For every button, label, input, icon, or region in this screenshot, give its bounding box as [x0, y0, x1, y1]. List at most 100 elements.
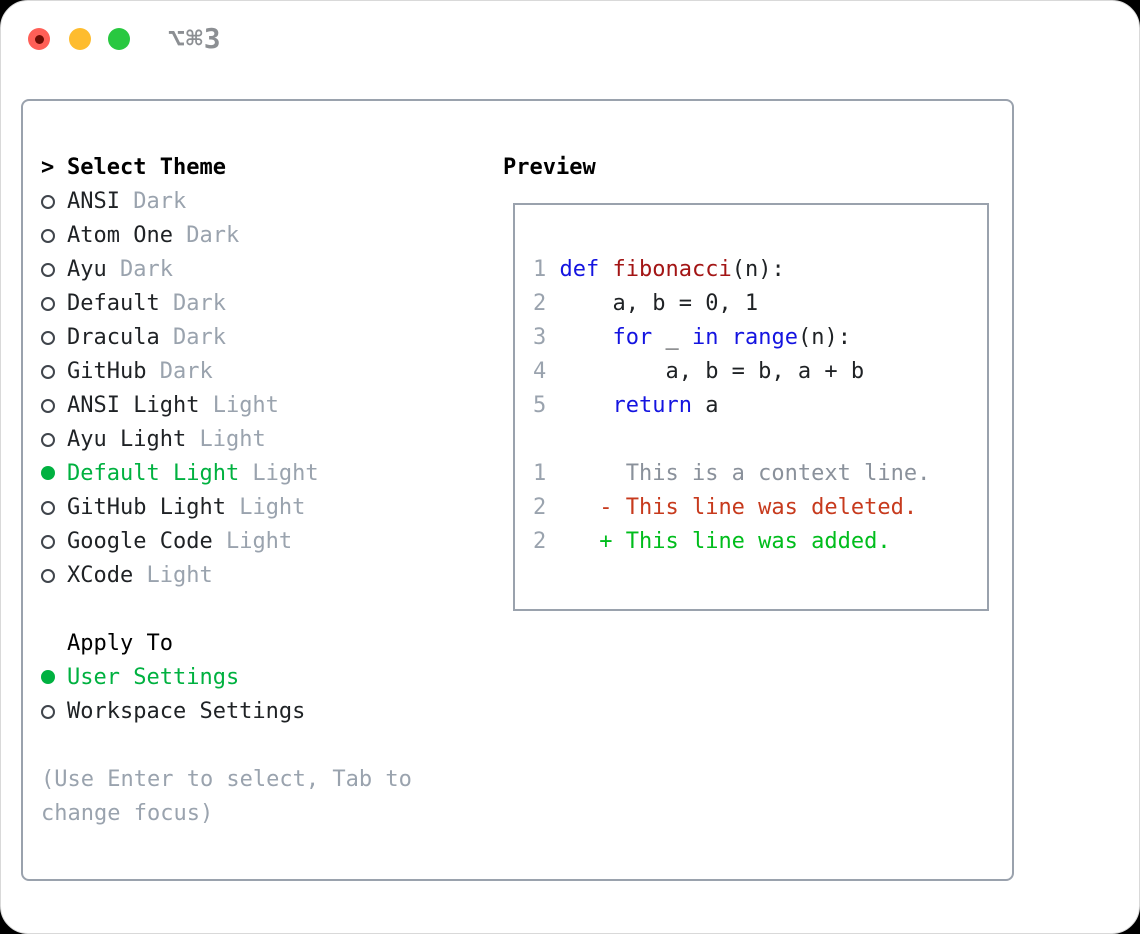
line-number: 4 [533, 359, 547, 384]
code-token [546, 495, 599, 520]
help-text: (Use Enter to select, Tab to change focu… [41, 767, 412, 826]
radio-icon [41, 695, 67, 729]
theme-name: Ayu Light [67, 427, 187, 452]
preview-column: Preview 1 def fibonacci(n): 2 a, b = 0, 1… [503, 151, 989, 611]
radio-icon [41, 253, 67, 287]
theme-name: GitHub [67, 359, 147, 384]
code-token: (n): [797, 325, 851, 350]
theme-variant-tag: Light [186, 427, 266, 452]
theme-variant-tag: Light [225, 495, 306, 520]
apply-option-user-settings[interactable]: User Settings [41, 661, 485, 695]
apply-option-label: Workspace Settings [67, 699, 306, 724]
minimize-button[interactable] [69, 28, 91, 50]
select-theme-header-row: > Select Theme [41, 151, 485, 185]
code-token [718, 325, 731, 350]
theme-name: XCode [67, 563, 134, 588]
code-token: - This line was deleted. [599, 495, 918, 520]
theme-option-atom-one[interactable]: Atom One Dark [41, 219, 485, 253]
theme-variant-tag: Light [133, 563, 213, 588]
theme-option-dracula[interactable]: Dracula Dark [41, 321, 485, 355]
diff-line-context: 1 This is a context line. [533, 457, 987, 491]
code-token: + This line was added. [599, 529, 891, 554]
zoom-button[interactable] [108, 28, 130, 50]
theme-variant-tag: Dark [159, 325, 226, 350]
theme-variant-tag: Dark [146, 359, 213, 384]
theme-name: Default Light [67, 461, 240, 486]
radio-icon [41, 491, 67, 525]
apply-to-header-row: Apply To [41, 627, 485, 661]
theme-option-xcode[interactable]: XCode Light [41, 559, 485, 593]
radio-icon [41, 185, 67, 219]
apply-option-workspace-settings[interactable]: Workspace Settings [41, 695, 485, 729]
line-number: 2 [533, 495, 547, 520]
theme-option-default[interactable]: Default Dark [41, 287, 485, 321]
code-line: 3 for _ in range(n): [533, 321, 987, 355]
theme-name: Google Code [67, 529, 213, 554]
code-token: def [559, 257, 600, 282]
radio-icon [41, 321, 67, 355]
theme-option-ayu[interactable]: Ayu Dark [41, 253, 485, 287]
code-token: return [612, 393, 692, 418]
radio-icon [41, 559, 67, 593]
theme-variant-tag: Dark [159, 291, 226, 316]
theme-option-github-light[interactable]: GitHub Light Light [41, 491, 485, 525]
code-token: This is a context line. [546, 461, 931, 486]
select-theme-title: Select Theme [67, 155, 226, 180]
code-token: a, b = 0, 1 [546, 291, 759, 316]
theme-option-ayu-light[interactable]: Ayu Light Light [41, 423, 485, 457]
focus-caret: > [41, 155, 55, 180]
theme-variant-tag: Dark [172, 223, 240, 248]
theme-name: ANSI [67, 189, 120, 214]
code-token [546, 393, 612, 418]
radio-icon [41, 423, 67, 457]
diff-line-added: 2 + This line was added. [533, 525, 987, 559]
theme-option-google-code[interactable]: Google Code Light [41, 525, 485, 559]
theme-name: GitHub Light [67, 495, 226, 520]
diff-line-deleted: 2 - This line was deleted. [533, 491, 987, 525]
radio-selected-icon [41, 457, 67, 491]
theme-option-github[interactable]: GitHub Dark [41, 355, 485, 389]
radio-icon [41, 219, 67, 253]
theme-option-default-light[interactable]: Default Light Light [41, 457, 485, 491]
code-token [546, 529, 599, 554]
theme-name: Ayu [67, 257, 107, 282]
preview-box: 1 def fibonacci(n): 2 a, b = 0, 1 3 for _ … [513, 203, 989, 611]
apply-option-label: User Settings [67, 665, 240, 690]
theme-variant-tag: Light [199, 393, 279, 418]
apply-to-title: Apply To [67, 631, 173, 656]
theme-name: Atom One [67, 223, 173, 248]
blank-line [533, 423, 987, 457]
radio-icon [41, 287, 67, 321]
preview-title: Preview [503, 155, 596, 180]
line-number: 1 [533, 461, 547, 486]
code-token: a [691, 393, 719, 418]
theme-option-ansi-light[interactable]: ANSI Light Light [41, 389, 485, 423]
line-number: 3 [533, 325, 547, 350]
code-token: a, b = b, a + b [546, 359, 865, 384]
theme-variant-tag: Dark [106, 257, 173, 282]
radio-selected-icon [41, 661, 67, 695]
code-token: in [691, 325, 719, 350]
line-number: 2 [533, 529, 547, 554]
window-title: ⌥⌘3 [168, 22, 222, 55]
radio-icon [41, 389, 67, 423]
theme-name: Default [67, 291, 160, 316]
radio-icon [41, 525, 67, 559]
spacer [41, 593, 485, 627]
code-token [546, 257, 559, 282]
close-button[interactable] [28, 28, 50, 50]
line-number: 2 [533, 291, 547, 316]
title-bar: ⌥⌘3 [1, 1, 1139, 81]
code-token [546, 325, 612, 350]
line-number: 5 [533, 393, 547, 418]
theme-name: ANSI Light [67, 393, 200, 418]
code-line: 1 def fibonacci(n): [533, 253, 987, 287]
code-token: (n): [731, 257, 785, 282]
code-token [599, 257, 612, 282]
radio-icon [41, 355, 67, 389]
code-token: range [731, 325, 798, 350]
code-token: _ [652, 325, 692, 350]
theme-option-ansi[interactable]: ANSI Dark [41, 185, 485, 219]
